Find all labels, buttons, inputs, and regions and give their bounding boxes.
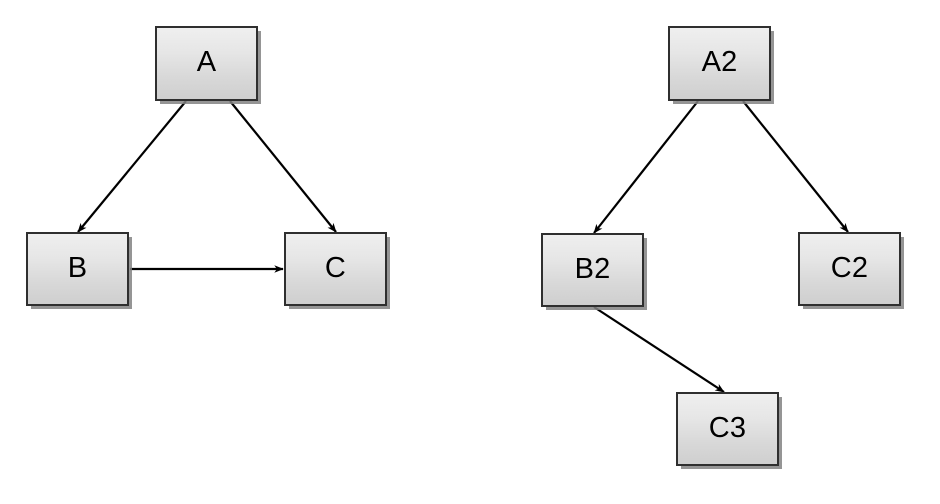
node-b-label: B — [67, 251, 88, 284]
node-b2[interactable]: B2 — [541, 233, 644, 307]
node-a[interactable]: A — [155, 26, 258, 101]
node-c3-label: C3 — [708, 411, 747, 444]
node-b[interactable]: B — [26, 232, 129, 306]
node-a2[interactable]: A2 — [668, 26, 771, 101]
node-c[interactable]: C — [284, 232, 387, 306]
node-c3[interactable]: C3 — [676, 392, 779, 466]
edges-group — [77, 100, 849, 393]
edge-a2-to-c2 — [742, 100, 849, 233]
edge-a2-to-b2 — [593, 100, 699, 234]
node-c-label: C — [324, 251, 347, 284]
edge-a-to-b — [77, 100, 187, 233]
node-b2-label: B2 — [574, 252, 611, 285]
node-c2-label: C2 — [830, 251, 869, 284]
edge-b2-to-c3 — [593, 306, 725, 393]
node-a2-label: A2 — [701, 46, 738, 78]
node-a-label: A — [196, 46, 217, 78]
edge-a-to-c — [229, 100, 337, 233]
node-c2[interactable]: C2 — [798, 232, 901, 306]
